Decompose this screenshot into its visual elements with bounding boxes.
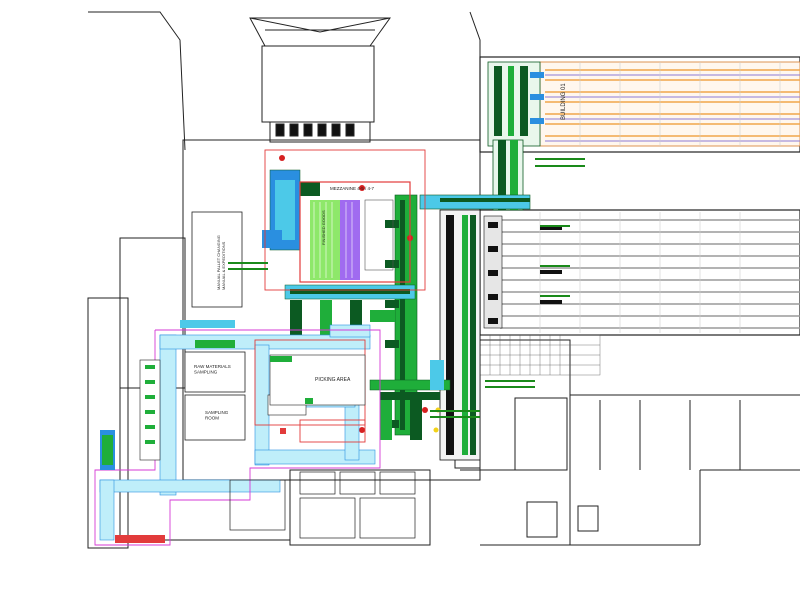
- pallet-changing-zone: MANUAL PALLET CHANGINGMANUAL & EXPEDITIO…: [191, 211, 243, 308]
- picking-area: PICKING AREA: [269, 354, 366, 434]
- rack-block-upper: BUILDING 01: [479, 56, 800, 153]
- office-block: [229, 471, 416, 539]
- picking-area-label: PICKING AREA: [315, 377, 351, 383]
- rack-block-lower: [479, 209, 800, 376]
- building-label: BUILDING 01: [561, 83, 567, 120]
- mezzanine-label: MEZZANINE 4-5 / 4-7: [330, 186, 375, 191]
- annotation-callouts: [228, 158, 585, 418]
- loading-dock: [249, 17, 391, 143]
- pallet-changing-label: MANUAL PALLET CHANGINGMANUAL & EXPEDITIO…: [216, 235, 226, 290]
- side-room-column: [100, 320, 235, 543]
- mezzanine-zone: MEZZANINE 4-5 / 4-7 FINISHED GOODS: [299, 181, 411, 283]
- conveyor-network: [262, 139, 531, 461]
- finished-goods-label: FINISHED GOODS: [321, 210, 326, 245]
